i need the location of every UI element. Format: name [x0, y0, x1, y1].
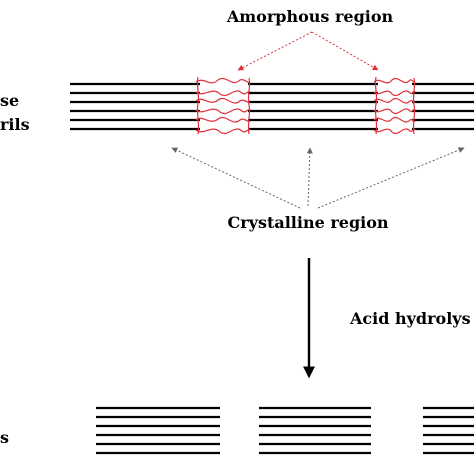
- amorphous-region-label: Amorphous region: [226, 7, 394, 26]
- nanocrystals-label: s: [0, 428, 9, 447]
- nanocrystals: [96, 406, 474, 455]
- amorphous-pointer-arrows: [237, 31, 379, 71]
- fibrils-label-line2: rils: [0, 115, 30, 134]
- nanocrystal-2: [259, 406, 371, 455]
- microfibril-bundle: [70, 76, 474, 135]
- crystalline-lines: [70, 82, 474, 131]
- amorphous-pointer-left: [237, 31, 313, 71]
- fibrils-label-line1: se: [0, 91, 19, 110]
- crystalline-pointer-right: [317, 147, 465, 209]
- amorphous-zone-right: [373, 76, 416, 135]
- crystalline-region-label: Crystalline region: [227, 213, 388, 232]
- amorphous-pointer-right: [311, 31, 379, 71]
- crystalline-pointer-left: [171, 147, 301, 209]
- amorphous-zone-left: [195, 76, 251, 135]
- acid-hydrolysis-label: Acid hydrolys: [349, 309, 471, 328]
- nanocrystal-1: [96, 406, 220, 455]
- crystalline-pointer-arrows: [171, 147, 465, 209]
- nanocrystal-3: [423, 406, 474, 455]
- crystalline-pointer-center: [306, 147, 313, 207]
